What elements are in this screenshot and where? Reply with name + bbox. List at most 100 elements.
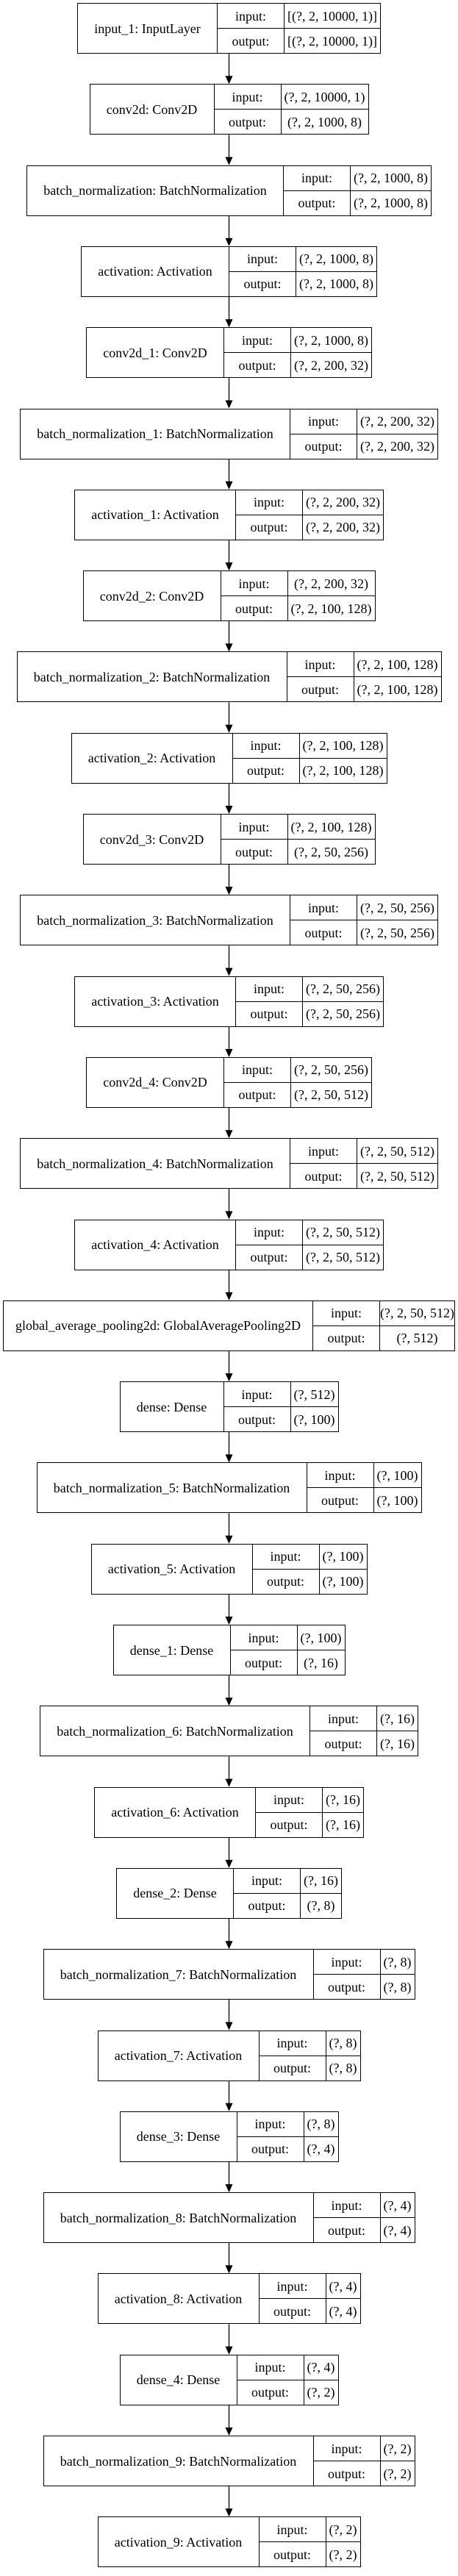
output-label: output: — [260, 2056, 326, 2081]
input-label: input: — [237, 2355, 304, 2380]
layer-name: dense_2: Dense — [117, 1868, 234, 1918]
layer-node: batch_normalization_1: BatchNormalizatio… — [20, 408, 438, 459]
layer-node: batch_normalization_5: BatchNormalizatio… — [36, 1462, 422, 1514]
output-label: output: — [260, 2542, 326, 2567]
layer-input-row: input:(?, 4) — [314, 2193, 415, 2218]
layer-name: conv2d_4: Conv2D — [87, 1057, 224, 1107]
input-shape: (?, 2, 1000, 8) — [294, 332, 368, 348]
input-shape: [(?, 2, 10000, 1)] — [287, 8, 377, 24]
input-shape: (?, 8) — [307, 2117, 335, 2132]
input-label: input: — [237, 2111, 304, 2136]
input-shape: (?, 2, 50, 256) — [306, 981, 380, 997]
output-shape: (?, 2, 200, 32) — [306, 520, 380, 535]
input-shape: (?, 2, 1000, 8) — [299, 251, 373, 267]
input-shape: (?, 100) — [300, 1630, 342, 1645]
input-shape: (?, 16) — [304, 1873, 338, 1889]
input-label: input: — [236, 976, 303, 1001]
layer-name: activation_7: Activation — [99, 2031, 260, 2081]
output-shape: (?, 2, 1000, 8) — [354, 196, 428, 211]
input-label: input: — [260, 2274, 326, 2299]
layer-input-row: input:(?, 2, 200, 32) — [221, 571, 375, 596]
input-shape: (?, 16) — [326, 1792, 360, 1808]
output-shape: (?, 2) — [307, 2385, 335, 2400]
layer-input-row: input:(?, 2, 100, 128) — [221, 815, 375, 839]
input-label: input: — [224, 1382, 291, 1407]
input-shape: (?, 4) — [383, 2197, 412, 2213]
layer-name: activation_6: Activation — [95, 1787, 256, 1837]
input-shape: (?, 8) — [329, 2036, 357, 2050]
arrow-head — [225, 1373, 233, 1382]
layer-output-row: output:(?, 8) — [234, 1892, 341, 1918]
layer-name: batch_normalization_9: BatchNormalizatio… — [44, 2436, 314, 2486]
output-shape: (?, 2, 50, 512) — [294, 1087, 368, 1103]
layer-name: activation_9: Activation — [99, 2517, 260, 2567]
output-shape: (?, 2, 50, 512) — [306, 1250, 380, 1264]
layer-name: batch_normalization_5: BatchNormalizatio… — [37, 1463, 307, 1513]
output-shape: (?, 8) — [383, 1979, 412, 1994]
input-shape: (?, 2, 100, 128) — [290, 819, 372, 834]
input-label: input: — [231, 1625, 298, 1650]
arrow-head — [225, 1211, 233, 1220]
arrow-head — [225, 562, 233, 571]
layer-output-row: output:(?, 4) — [313, 2217, 415, 2243]
output-label: output: — [233, 758, 300, 783]
output-label: output: — [234, 1893, 301, 1918]
layer-output-row: output:(?, 2, 1000, 8) — [284, 190, 431, 215]
layer-output-row: output:(?, 8) — [313, 1974, 415, 2000]
layer-output-row: output:(?, 2, 200, 32) — [224, 352, 371, 378]
input-shape: (?, 2, 200, 32) — [294, 576, 368, 591]
arrow-head — [225, 319, 233, 328]
output-shape: (?, 2, 1000, 8) — [287, 114, 362, 129]
layer-name: batch_normalization_1: BatchNormalizatio… — [21, 409, 290, 459]
input-shape: (?, 2, 200, 32) — [360, 414, 434, 429]
arrow-head — [225, 1941, 233, 1950]
output-shape: (?, 512) — [396, 1331, 438, 1346]
layer-output-row: output:(?, 2, 200, 32) — [290, 433, 437, 459]
output-shape: (?, 2, 50, 512) — [360, 1168, 434, 1184]
output-label: output: — [236, 1001, 303, 1026]
output-label: output: — [229, 271, 296, 296]
output-shape: (?, 8) — [329, 2061, 357, 2075]
layer-output-row: output:(?, 100) — [307, 1487, 421, 1513]
input-shape: (?, 2, 100, 128) — [302, 738, 384, 754]
output-label: output: — [237, 2380, 304, 2405]
layer-output-row: output: (?, 512) — [313, 1325, 454, 1350]
input-label: input: — [236, 490, 303, 515]
input-label: input: — [307, 1463, 374, 1488]
input-shape: (?, 100) — [376, 1467, 418, 1483]
output-shape: (?, 100) — [293, 1412, 335, 1427]
arrow-head — [225, 806, 233, 814]
input-shape: (?, 2, 50, 256) — [294, 1062, 368, 1078]
output-shape: (?, 4) — [383, 2222, 412, 2238]
arrow-head — [225, 2346, 233, 2355]
input-label: input: — [253, 1544, 320, 1569]
input-label: input: — [234, 1868, 301, 1893]
output-shape: (?, 2, 50, 256) — [360, 925, 434, 940]
output-label: output: — [218, 29, 285, 53]
arrow-head — [225, 2508, 233, 2517]
output-label: output: — [231, 1650, 298, 1675]
layer-name: batch_normalization_8: BatchNormalizatio… — [44, 2193, 314, 2243]
layer-name: batch_normalization_2: BatchNormalizatio… — [18, 652, 287, 702]
output-label: output: — [253, 1569, 320, 1594]
input-label: input: — [290, 895, 357, 920]
output-label: output: — [314, 1975, 381, 2000]
layer-output-row: output:(?, 16) — [256, 1811, 363, 1837]
input-label: input: — [314, 1950, 381, 1975]
output-shape: (?, 2, 50, 256) — [294, 844, 368, 859]
layer-input-row: input:(?, 2, 200, 32) — [236, 490, 383, 515]
layer-name: activation_1: Activation — [75, 490, 236, 540]
output-label: output: — [313, 1325, 381, 1350]
input-label: input: — [284, 165, 351, 190]
output-shape: (?, 2) — [329, 2547, 357, 2562]
arrow-head — [225, 643, 233, 652]
